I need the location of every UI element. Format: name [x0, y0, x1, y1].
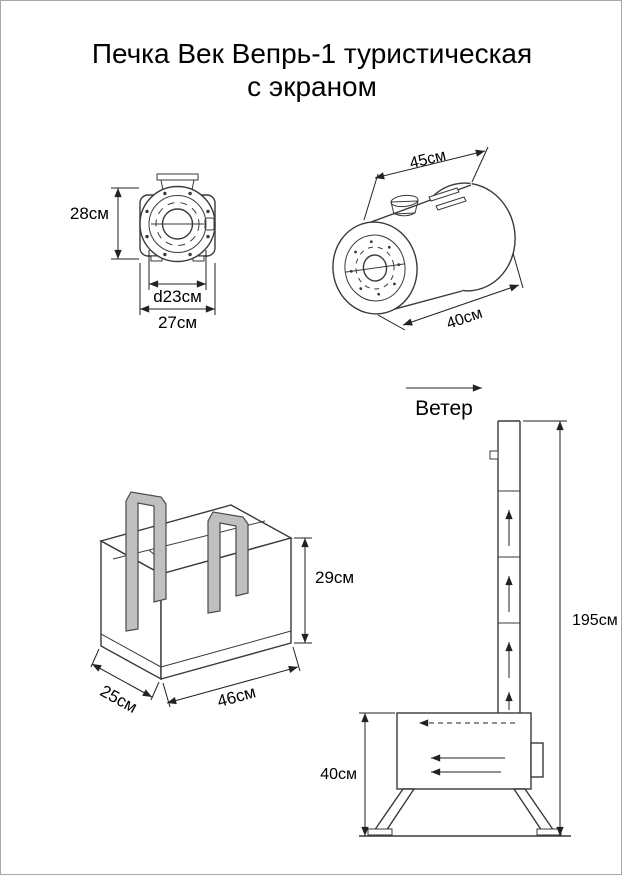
vent-slot-1 — [428, 187, 460, 202]
wind-label: Ветер — [415, 397, 473, 420]
bottom-seam-front — [160, 630, 292, 668]
collar-base-arc — [393, 211, 416, 217]
front-width-label: 27см — [158, 313, 197, 332]
chimney-collar-lip — [156, 173, 199, 181]
firebox-height-label: 40см — [320, 766, 357, 783]
front-view: 28см d23см 27см — [70, 173, 216, 332]
page-title-line2: с экраном — [247, 71, 377, 102]
door-diameter-dimension: d23см — [148, 250, 207, 306]
door-handle-line — [345, 263, 405, 273]
wind-indicator: Ветер — [406, 384, 482, 420]
cylinder-length-label: 45см — [408, 147, 448, 172]
door-ring — [148, 195, 207, 253]
bottom-seam-left — [100, 633, 162, 668]
total-height-dimension: 195см — [523, 420, 618, 836]
front-height-label: 28см — [70, 204, 109, 223]
door-latch — [204, 217, 215, 231]
firebox-door — [530, 742, 544, 778]
bag-height-label: 29см — [315, 568, 354, 587]
firebox-height-dimension: 40см — [320, 712, 395, 836]
page-title-line1: Печка Век Вепрь-1 туристическая — [92, 38, 532, 69]
foot-left — [367, 828, 393, 836]
firebox-body — [396, 712, 532, 790]
side-view: 45см 40см — [332, 146, 524, 333]
bag-strap-right — [207, 511, 249, 614]
rivet-dots — [145, 191, 210, 257]
front-face-group — [332, 221, 418, 315]
collar-opening — [390, 194, 419, 208]
bag-strap-left — [125, 491, 167, 632]
total-height-label: 195см — [572, 612, 618, 629]
installed-view: 195см 40см — [320, 420, 618, 837]
height-dimension: 28см — [70, 187, 139, 260]
door-rivet-dots — [349, 240, 401, 296]
damper-tab — [489, 450, 499, 460]
vent-slot-2 — [435, 196, 467, 211]
door-diameter-label: d23см — [153, 287, 202, 306]
bag-length-label: 46см — [215, 682, 258, 711]
bag-view: 29см 46см 25см — [90, 491, 354, 717]
bag-height-dimension: 29см — [294, 537, 354, 644]
leg-left — [372, 788, 416, 832]
foot-right — [536, 828, 562, 836]
width-dimension: 27см — [139, 263, 216, 332]
firebox-flow-arrows — [419, 719, 515, 776]
leg-right — [512, 788, 556, 832]
